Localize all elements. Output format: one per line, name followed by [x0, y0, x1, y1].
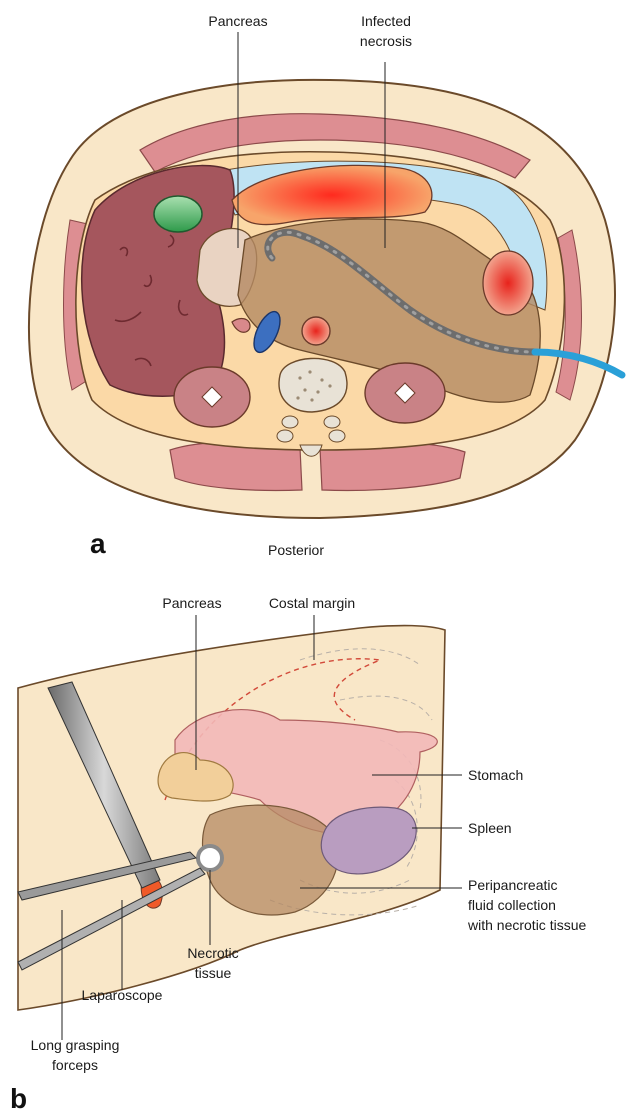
spleen-section: [483, 251, 533, 315]
label-fluid-1: Peripancreatic: [468, 877, 558, 893]
label-posterior: Posterior: [268, 542, 324, 558]
label-fluid-3: with necrotic tissue: [467, 917, 586, 933]
label-pancreas-a: Pancreas: [208, 13, 267, 29]
label-fluid-2: fluid collection: [468, 897, 556, 913]
label-necrotic-2: tissue: [195, 965, 232, 981]
panel-a: Pancreas Infected necrosis Posterior a: [29, 13, 622, 559]
label-forceps-2: forceps: [52, 1057, 98, 1073]
panel-letter-b: b: [10, 1083, 27, 1114]
label-infected-necrosis-1: Infected: [361, 13, 411, 29]
vertebral-process-l2: [277, 430, 293, 442]
label-infected-necrosis-2: necrosis: [360, 33, 412, 49]
panel-letter-a: a: [90, 528, 106, 559]
label-spleen: Spleen: [468, 820, 512, 836]
label-forceps-1: Long grasping: [31, 1037, 120, 1053]
vertebral-process-l1: [282, 416, 298, 428]
vertebral-process-r1: [324, 416, 340, 428]
necrotic-tissue: [198, 846, 222, 870]
label-costal-margin: Costal margin: [269, 595, 355, 611]
aorta: [302, 317, 330, 345]
vertebra: [279, 358, 347, 412]
panel-b: Pancreas Costal margin Stomach Spleen Pe…: [10, 595, 586, 1114]
label-stomach: Stomach: [468, 767, 523, 783]
vertebral-process-r2: [329, 430, 345, 442]
label-necrotic-1: Necrotic: [187, 945, 238, 961]
label-pancreas-b: Pancreas: [162, 595, 221, 611]
gallbladder: [154, 196, 202, 232]
label-laparoscope: Laparoscope: [82, 987, 163, 1003]
